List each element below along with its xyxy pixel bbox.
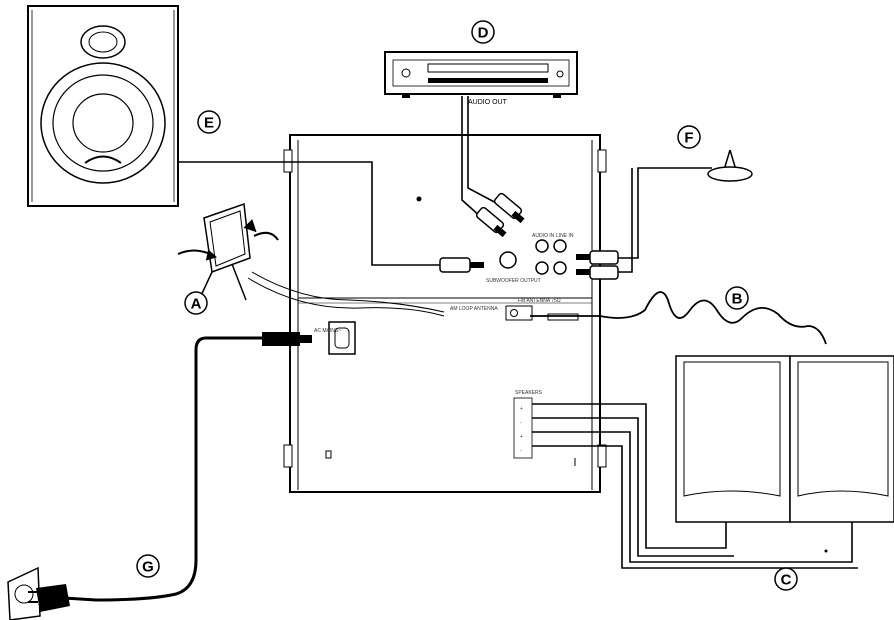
callout-b: B [725,286,749,310]
fm-antenna-label: FM ANTENNA 75Ω [518,298,561,304]
am-loop-antenna [177,202,279,303]
power-plug-on-unit [262,332,312,346]
cd-audio-cable-right [467,96,501,206]
callout-f: F [677,125,701,149]
main-unit-rear-panel: AUDIO OUT AM LOOP ANTENNA FM ANTENNA 75Ω… [283,99,607,493]
fm-antenna [707,149,753,182]
cd-rca-plugs [475,192,525,238]
ac-mains-label: AC MAINS~ [314,328,341,334]
terminal-r-plus: + [520,406,523,412]
audio-in-label: AUDIO IN [532,233,555,239]
line-in-label: LINE IN [556,233,574,239]
callout-e-letter: E [204,115,214,132]
am-loop-label: AM LOOP ANTENNA [450,306,498,312]
am-antenna-wire-2 [247,277,445,317]
fm-antenna-cable [618,167,712,259]
callout-c: C [774,567,798,591]
cd-audio-cable-left [461,96,483,219]
speaker-cables [532,403,858,569]
subwoofer-out-label: SUBWOOFER OUTPUT [486,278,541,284]
subwoofer-speaker [27,5,179,207]
audio-out-label: AUDIO OUT [468,99,508,106]
callout-d-letter: D [478,25,489,42]
terminal-l-minus: - [520,448,522,454]
callout-d: D [471,20,495,44]
terminal-r-minus: - [520,420,522,426]
callout-a-letter: A [191,296,202,313]
fm-wire-antenna [530,291,827,345]
subwoofer-plug [439,257,484,273]
fm-antenna-cable-2 [618,168,633,273]
callout-e: E [197,110,221,134]
line-in-plugs [576,250,619,280]
callout-f-letter: F [684,130,693,147]
wall-outlet [7,566,41,620]
speakers-label: SPEAKERS [515,390,543,396]
subwoofer-cable [178,161,444,266]
am-antenna-wire [251,271,445,313]
callout-c-letter: C [781,572,792,589]
terminal-l-plus: + [520,434,523,440]
callout-b-letter: B [732,291,743,308]
cd-player [384,51,578,98]
power-cord [63,336,262,602]
callout-g: G [136,554,160,578]
callout-a: A [184,291,208,315]
callout-g-letter: G [142,559,154,576]
wall-plug [28,584,70,612]
front-speakers [675,355,894,553]
